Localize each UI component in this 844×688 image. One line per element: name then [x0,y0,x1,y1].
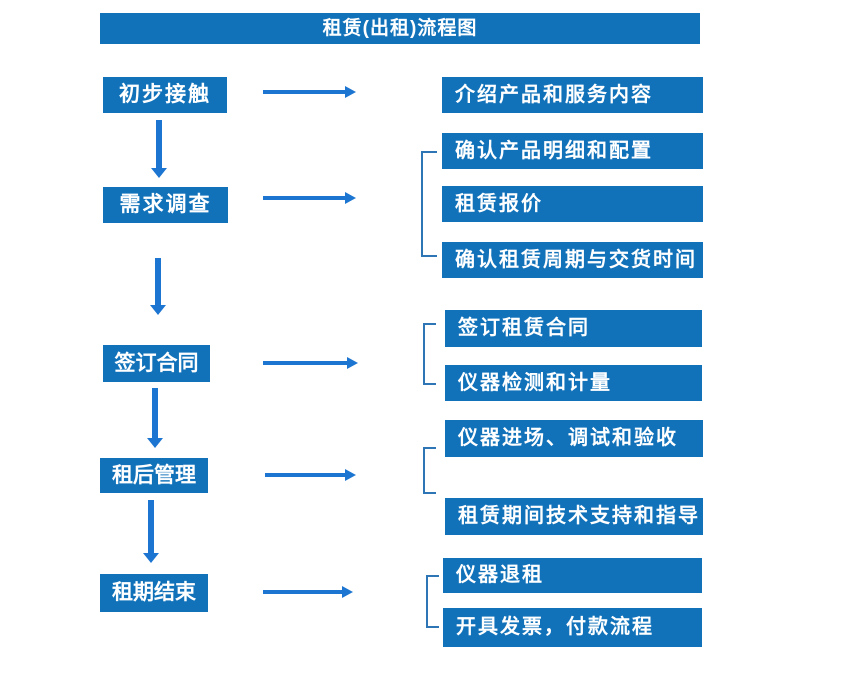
stage-box-post-rental-management: 租后管理 [100,458,208,493]
arrow-head-icon [143,553,159,563]
arrow-shaft [265,473,346,477]
stage-box-rental-end: 租期结束 [100,574,208,612]
detail-box-instrument-testing: 仪器检测和计量 [445,365,702,401]
right-arrow-rental-end [263,586,353,598]
right-arrow-demand-survey [263,192,356,204]
arrow-shaft [152,388,158,439]
stage-box-initial-contact: 初步接触 [103,77,227,113]
arrow-head-icon [345,86,356,98]
stage-box-demand-survey: 需求调查 [103,187,228,223]
detail-box-invoice-payment: 开具发票，付款流程 [443,608,702,647]
stage-box-sign-contract: 签订合同 [103,345,210,382]
down-arrow-1 [151,120,167,178]
down-arrow-2 [150,258,166,315]
arrow-head-icon [345,192,356,204]
arrow-shaft [263,361,348,365]
arrow-shaft [263,590,343,594]
arrow-head-icon [347,357,358,369]
detail-box-instrument-delivery: 仪器进场、调试和验收 [445,420,703,457]
arrow-head-icon [342,586,353,598]
right-arrow-sign-contract [263,357,358,369]
detail-box-sign-rental-contract: 签订租赁合同 [445,310,702,347]
bracket-rental-end-group [426,575,439,628]
detail-box-introduce-products: 介绍产品和服务内容 [442,77,703,113]
arrow-shaft [148,500,154,554]
arrow-head-icon [147,438,163,448]
detail-box-instrument-return: 仪器退租 [443,558,702,593]
bracket-demand-survey-group [421,151,437,257]
flowchart-title: 租赁(出租)流程图 [100,13,700,44]
arrow-shaft [263,90,346,94]
arrow-shaft [156,120,162,169]
arrow-head-icon [345,469,356,481]
down-arrow-4 [143,500,159,563]
arrow-shaft [263,196,346,200]
detail-box-technical-support: 租赁期间技术支持和指导 [445,498,703,535]
bracket-sign-contract-group [423,323,436,385]
detail-box-confirm-product-details: 确认产品明细和配置 [442,133,703,169]
detail-box-confirm-rental-period: 确认租赁周期与交货时间 [442,242,703,278]
bracket-post-rental-group [423,447,436,494]
right-arrow-initial-contact [263,86,356,98]
right-arrow-post-rental-management [265,469,356,481]
arrow-head-icon [151,168,167,178]
down-arrow-3 [147,388,163,448]
arrow-head-icon [150,305,166,315]
arrow-shaft [155,258,161,306]
detail-box-rental-quote: 租赁报价 [442,186,703,222]
